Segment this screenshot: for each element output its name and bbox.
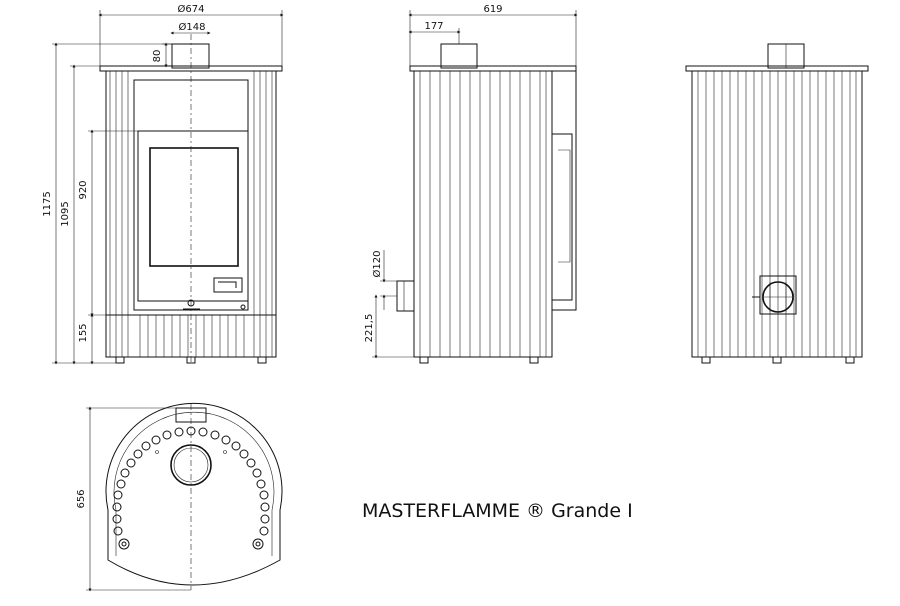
front-flue-height-label: 80 <box>152 50 163 63</box>
front-flue-label: Ø148 <box>179 21 206 33</box>
side-rear-flue-label: Ø120 <box>371 251 383 278</box>
front-width-label: Ø674 <box>178 3 205 15</box>
front-body-height-label: 1095 <box>60 201 71 226</box>
front-door-height-label: 920 <box>78 180 89 199</box>
front-total-height-label: 1175 <box>42 191 53 216</box>
front-base-height-label: 155 <box>78 323 89 342</box>
air-holes <box>112 426 270 550</box>
side-view: 619 177 Ø120 221,5 <box>364 4 578 364</box>
front-view: Ø674 Ø148 80 1175 1095 920 155 <box>42 3 284 365</box>
side-slats <box>419 71 547 357</box>
front-side-slats <box>109 71 273 357</box>
product-title: MASTERFLAMME ® Grande I <box>362 500 633 522</box>
top-view: 656 <box>76 402 283 592</box>
side-depth-label: 619 <box>483 4 502 15</box>
side-rear-flue-height-label: 221,5 <box>364 314 375 343</box>
side-flue-offset-label: 177 <box>424 21 443 32</box>
back-view <box>685 43 869 364</box>
back-slats <box>697 71 857 357</box>
top-depth-label: 656 <box>76 489 87 508</box>
front-base-slats <box>139 315 245 357</box>
